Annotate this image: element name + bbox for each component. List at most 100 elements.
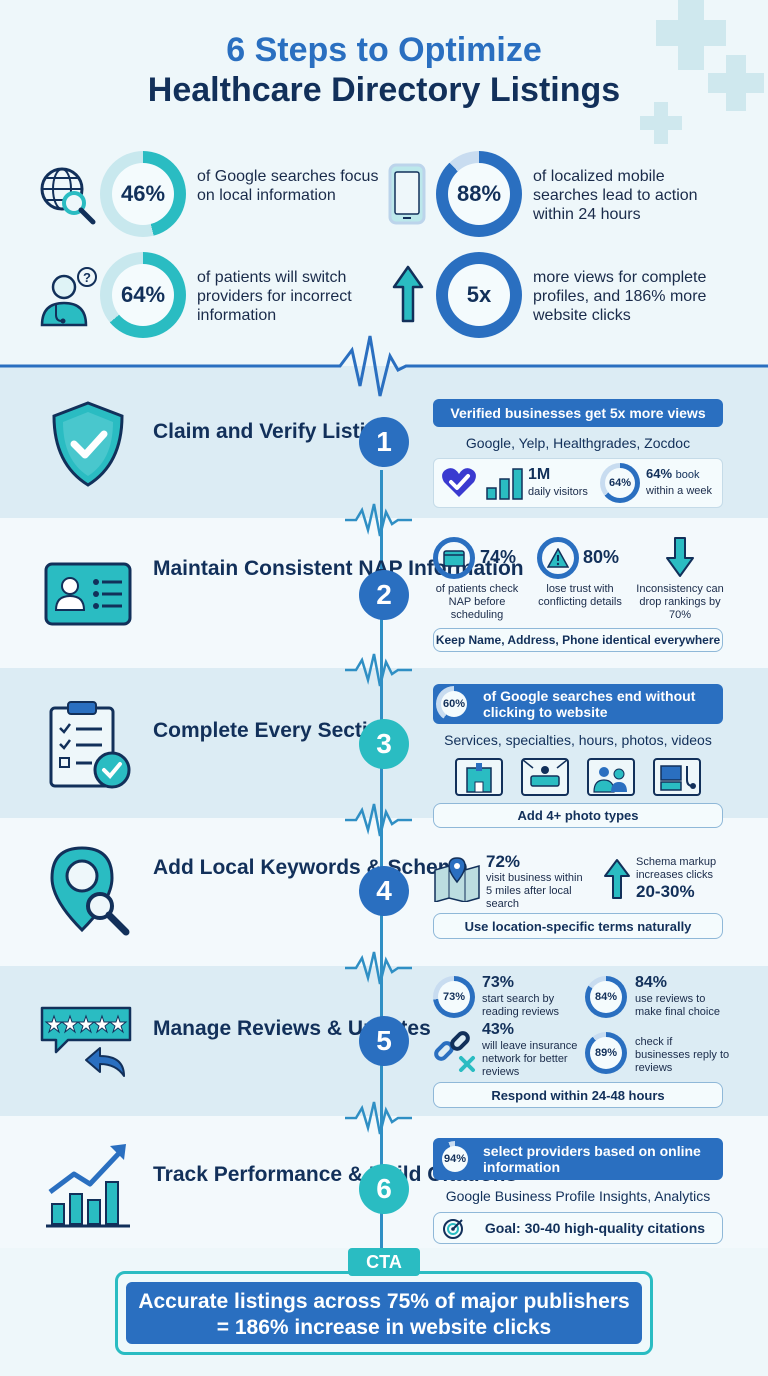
heartbeat-divider bbox=[345, 1101, 412, 1135]
timeline-line bbox=[380, 470, 383, 1250]
book-label: within a week bbox=[646, 485, 713, 497]
ring-hole bbox=[590, 981, 622, 1013]
step-6-tools: Google Business Profile Insights, Analyt… bbox=[445, 1188, 711, 1204]
stat-value: 88% bbox=[456, 181, 502, 206]
stat-ring-64: 64% bbox=[100, 252, 186, 338]
book-label-part: book bbox=[675, 469, 700, 481]
stat-value: 64% bbox=[120, 282, 166, 307]
trust-label: lose trust with conflicting details bbox=[538, 583, 622, 608]
searches-ring-label: 60% bbox=[442, 698, 466, 710]
cta-banner: Accurate listings across 75% of major pu… bbox=[126, 1282, 642, 1344]
reviews-84-label: use reviews to make final choice bbox=[635, 993, 720, 1018]
cta-box: Accurate listings across 75% of major pu… bbox=[115, 1271, 653, 1355]
heartbeat-divider bbox=[345, 951, 412, 985]
globe-search-icon bbox=[40, 167, 96, 225]
heartbeat-divider bbox=[0, 335, 768, 397]
step-3-banner: of Google searches end without clicking … bbox=[433, 684, 723, 724]
schema-value: 20-30% bbox=[636, 882, 695, 901]
reviews-ring-84: 84% bbox=[585, 976, 627, 1018]
review-stars-icon bbox=[40, 1006, 132, 1077]
proximity-value: 72% bbox=[486, 852, 521, 871]
step-1-banner: Verified businesses get 5x more views bbox=[433, 399, 723, 427]
step-3-sections: Services, specialties, hours, photos, vi… bbox=[444, 732, 712, 748]
providers-ring-label: 94% bbox=[443, 1153, 467, 1165]
reviews-ring-73-label: 73% bbox=[442, 991, 466, 1003]
step-5-number: 5 bbox=[359, 1016, 409, 1066]
nap-check-value: 74% bbox=[480, 547, 517, 567]
arrow-up-icon bbox=[604, 859, 630, 899]
book-value-text: 64% book bbox=[646, 466, 700, 483]
proximity-label: visit business within 5 miles after loca… bbox=[486, 872, 583, 910]
reviews-73-label: start search by reading reviews bbox=[482, 993, 560, 1018]
step-6-title: Track Performance & Build Citations bbox=[153, 1163, 518, 1186]
id-card-icon bbox=[44, 562, 132, 626]
step-1-platforms: Google, Yelp, Healthgrades, Zocdoc bbox=[465, 435, 691, 451]
reviews-ring-73: 73% bbox=[433, 976, 475, 1018]
stat-value: 46% bbox=[120, 181, 166, 206]
cta-line-2: = 186% increase in website clicks bbox=[216, 1316, 552, 1339]
step-1-title: Claim and Verify Listings bbox=[153, 420, 403, 443]
stat-ring-46: 46% bbox=[100, 151, 186, 237]
medical-cross-decoration bbox=[640, 0, 764, 144]
ring-hole bbox=[441, 691, 467, 717]
step-6-banner: select providers based on online informa… bbox=[433, 1138, 723, 1180]
step-3-title: Complete Every Section bbox=[153, 719, 394, 742]
warning-ring bbox=[537, 537, 579, 579]
title-line-1: 6 Steps to Optimize bbox=[226, 31, 542, 69]
step-3-number: 3 bbox=[359, 719, 409, 769]
stat-ring-5x: 5x bbox=[436, 252, 522, 338]
heartbeat-divider bbox=[345, 653, 412, 687]
warning-icon bbox=[547, 548, 569, 568]
waiting-room-icon bbox=[521, 758, 569, 796]
providers-ring: 94% bbox=[437, 1141, 473, 1177]
step-1-number: 1 bbox=[359, 417, 409, 467]
stat-text: of patients will switch providers for in… bbox=[197, 269, 352, 324]
reviews-ring-89: 89% bbox=[585, 1032, 627, 1074]
reviews-footer: Respond within 24-48 hours bbox=[433, 1082, 723, 1108]
keywords-footer: Use location-specific terms naturally bbox=[433, 913, 723, 939]
nap-check-label: of patients check NAP before scheduling bbox=[435, 583, 519, 621]
citations-goal: Goal: 30-40 high-quality citations bbox=[433, 1212, 723, 1244]
stat-text: of localized mobile searches lead to act… bbox=[533, 168, 698, 223]
reviews-73-value: 73% bbox=[482, 974, 515, 991]
book-value: 64% bbox=[646, 466, 673, 481]
ring-hole bbox=[590, 1037, 622, 1069]
stat-text: more views for complete profiles, and 18… bbox=[533, 269, 707, 324]
arrow-up-icon bbox=[392, 265, 424, 323]
reviews-84-value: 84% bbox=[635, 974, 668, 991]
ring-hole bbox=[448, 264, 510, 326]
ring-hole bbox=[112, 264, 174, 326]
schema-label: Schema markup increases clicks bbox=[636, 856, 717, 881]
cta-line-1: Accurate listings across 75% of major pu… bbox=[138, 1290, 630, 1313]
step-6-number: 6 bbox=[359, 1164, 409, 1214]
ring-hole bbox=[438, 981, 470, 1013]
visitors-label: daily visitors bbox=[528, 486, 588, 498]
target-icon bbox=[443, 1219, 463, 1239]
heart-check-icon bbox=[442, 468, 476, 497]
step-1-stats-card bbox=[433, 458, 723, 508]
book-ring-label: 64% bbox=[608, 477, 632, 489]
ring-hole bbox=[112, 163, 174, 225]
searches-ring: 60% bbox=[436, 686, 472, 722]
rankings-label: Inconsistency can drop rankings by 70% bbox=[636, 583, 724, 621]
heartbeat-divider bbox=[345, 503, 412, 537]
reviews-89-label: check if businesses reply to reviews bbox=[635, 1036, 730, 1074]
book-ring: 64% bbox=[600, 463, 640, 503]
reviews-ring-84-label: 84% bbox=[594, 991, 618, 1003]
growth-chart-icon bbox=[46, 1144, 130, 1228]
heartbeat-divider bbox=[345, 803, 412, 837]
doctor-patient-icon bbox=[587, 758, 635, 796]
ring-hole bbox=[442, 1146, 468, 1172]
trust-value: 80% bbox=[583, 547, 620, 567]
hospital-icon bbox=[455, 758, 503, 796]
bar-chart-icon bbox=[486, 468, 523, 500]
reviews-43-value: 43% bbox=[482, 1021, 515, 1038]
map-pin-icon bbox=[434, 857, 480, 902]
page-title: 6 Steps to Optimize Healthcare Directory… bbox=[0, 30, 768, 110]
shield-check-icon bbox=[52, 401, 124, 487]
doctor-question-icon: ? bbox=[40, 267, 97, 327]
ring-hole bbox=[605, 468, 635, 498]
reviews-43-label: will leave insurance network for better … bbox=[482, 1040, 578, 1078]
visitors-value: 1M bbox=[528, 466, 551, 483]
cta-tag: CTA bbox=[348, 1248, 420, 1276]
